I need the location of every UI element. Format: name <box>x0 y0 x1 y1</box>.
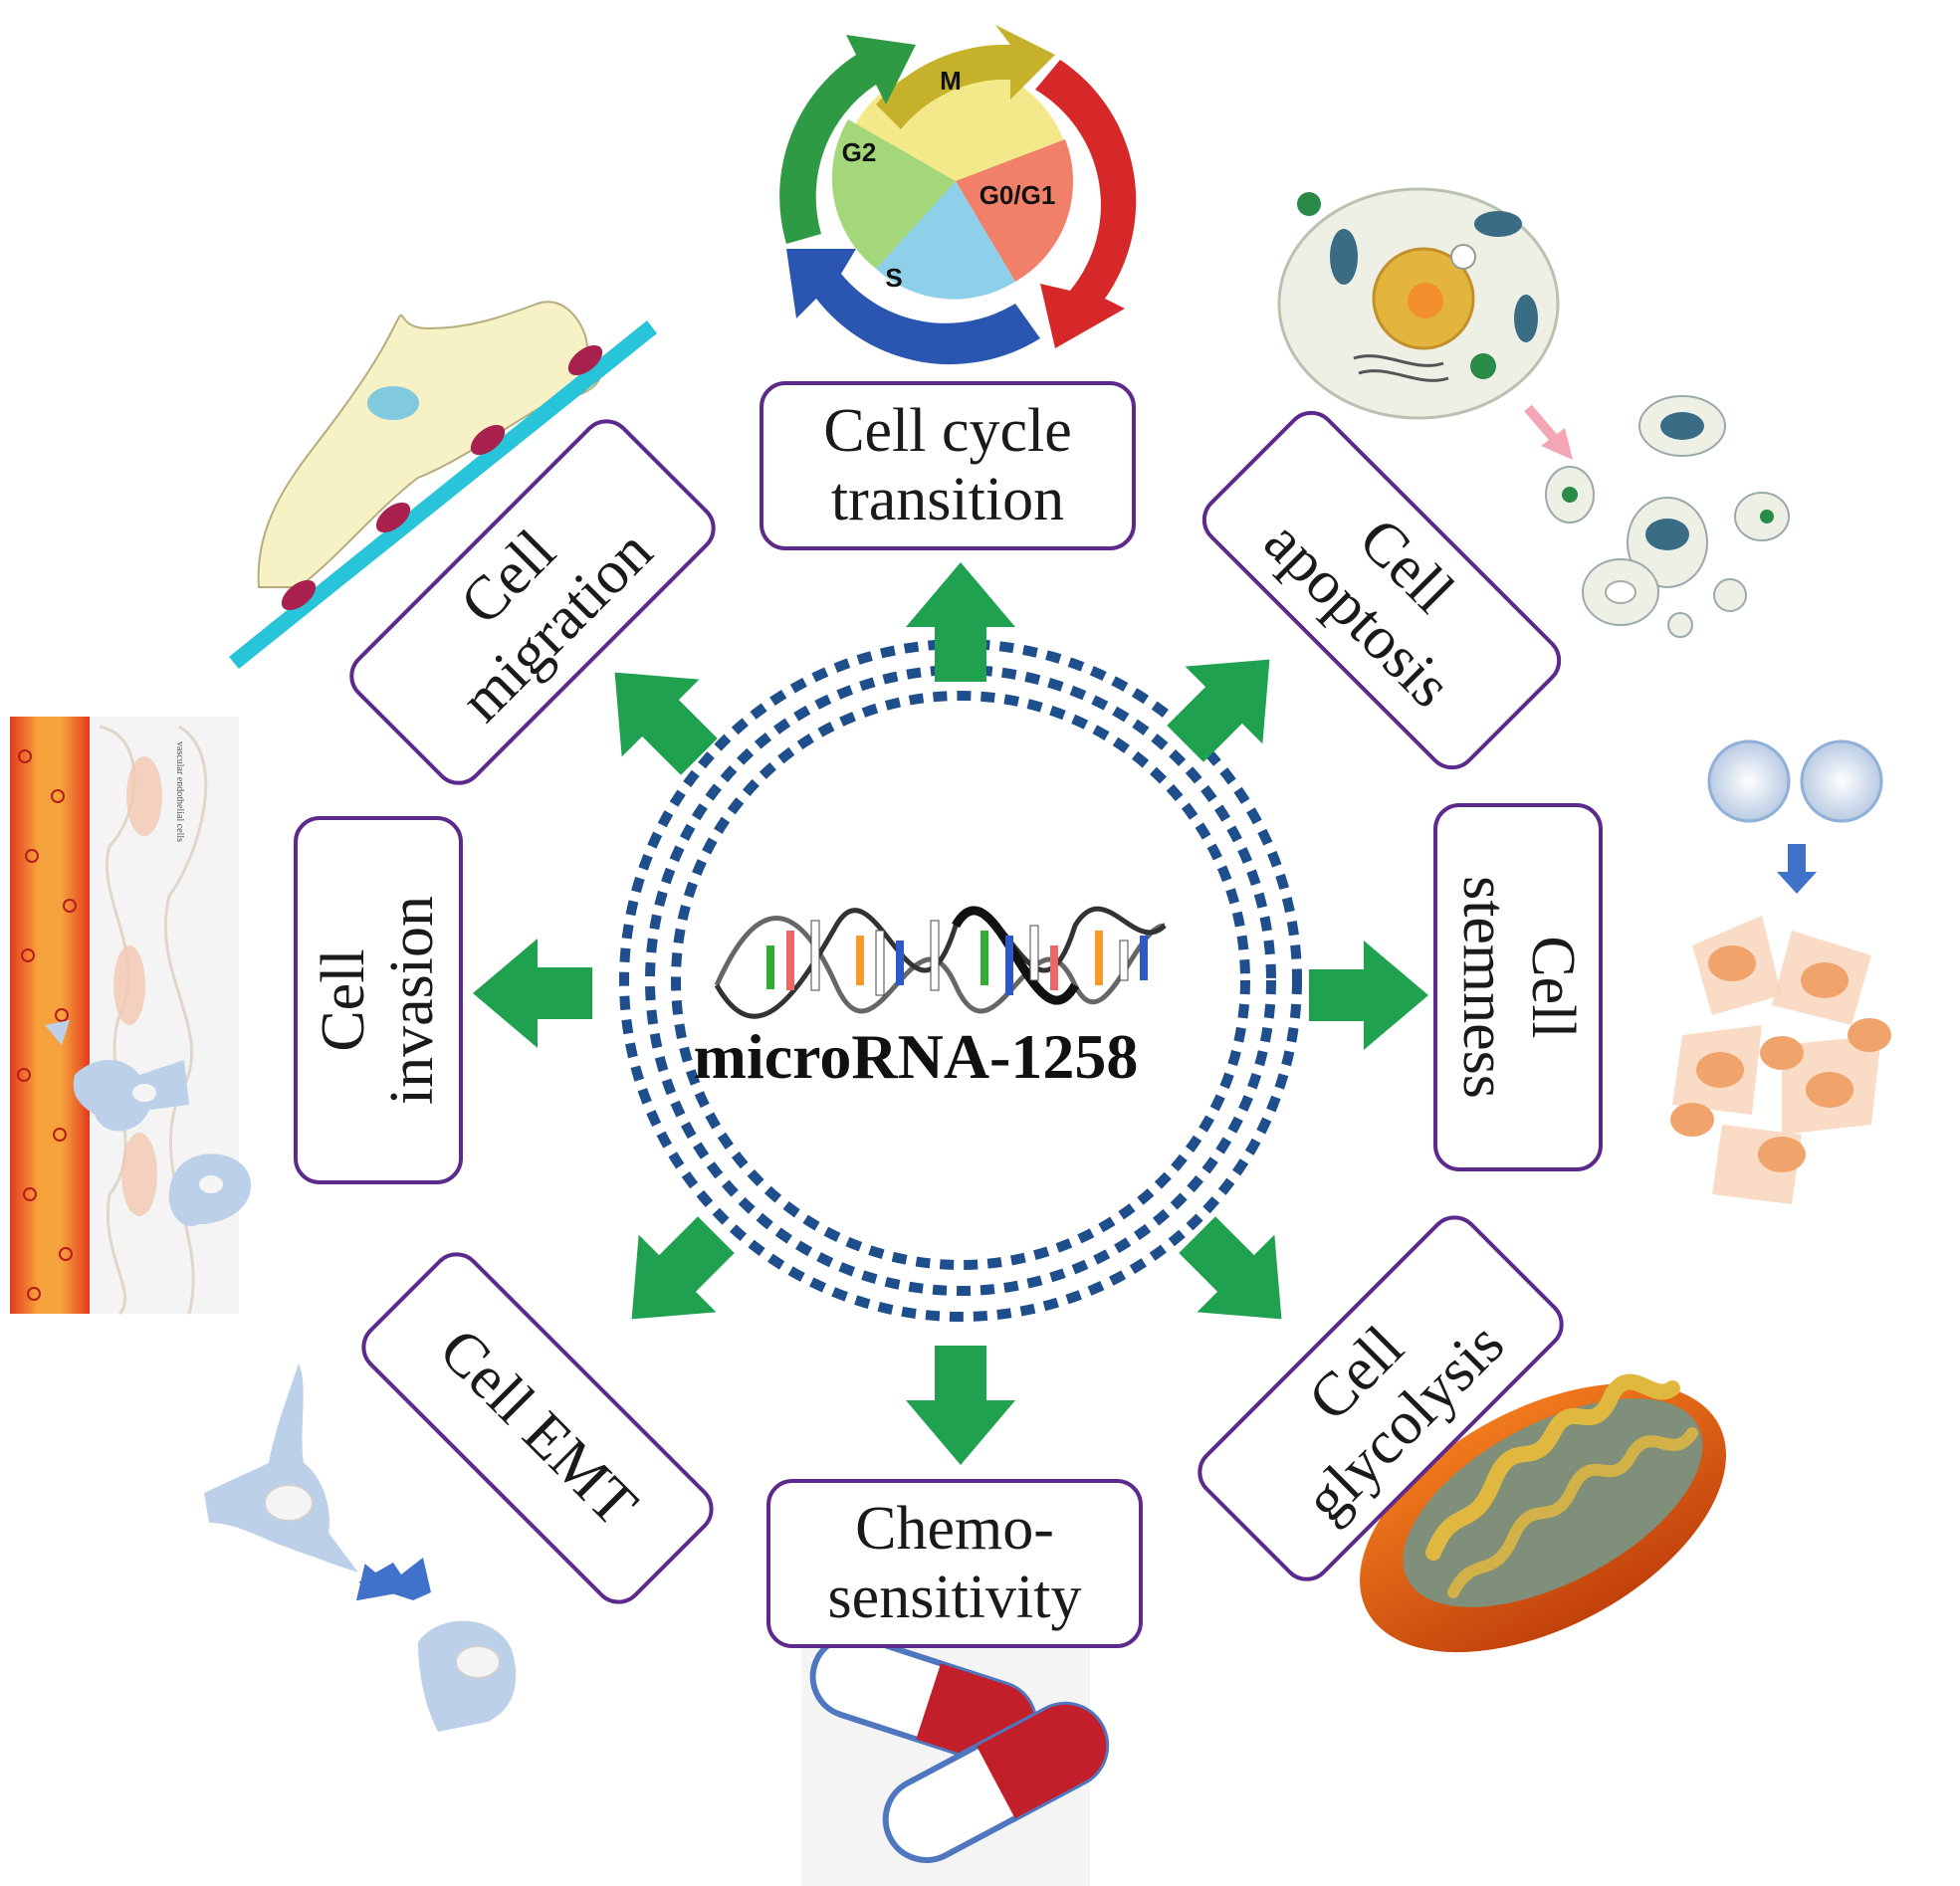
box-cell-cycle-line1: Cell cycle <box>823 396 1072 465</box>
phase-g0g1-label: G0/G1 <box>980 180 1056 210</box>
center-title: microRNA-1258 <box>693 1021 1139 1092</box>
box-stemness-line2: stemness <box>1450 876 1518 1099</box>
phase-g2-label: G2 <box>842 137 877 167</box>
box-cell-stemness: Cell stemness <box>1433 803 1603 1171</box>
cell-cycle-wheel: M G2 G0/G1 S <box>779 25 1137 365</box>
box-chemo-line1: Chemo- <box>855 1494 1054 1563</box>
arrow-left <box>473 939 592 1048</box>
mitochondrion-illustration <box>1360 1373 1726 1653</box>
arrow-down <box>906 1346 1015 1465</box>
arrow-up-left <box>575 633 739 796</box>
phase-s-label: S <box>885 263 902 293</box>
vessel-caption: vascular endothelial cells <box>174 741 185 842</box>
migration-illustration <box>229 301 657 669</box>
arrow-down-left <box>592 1195 756 1359</box>
box-cell-cycle-transition: Cell cycle transition <box>760 381 1136 550</box>
apoptosis-illustration <box>1277 187 1790 638</box>
box-invasion-line1: Cell <box>309 948 377 1052</box>
stemness-illustration <box>1670 739 1891 1204</box>
box-chemosensitivity: Chemo- sensitivity <box>766 1479 1143 1648</box>
vessel-illustration: vascular endothelial cells <box>10 717 251 1316</box>
box-invasion-line2: invasion <box>378 895 446 1106</box>
box-chemo-line2: sensitivity <box>827 1564 1082 1631</box>
arrow-up <box>906 562 1015 682</box>
emt-illustration <box>204 1363 517 1732</box>
arrows <box>473 562 1428 1465</box>
box-cell-invasion: Cell invasion <box>294 816 463 1184</box>
phase-m-label: M <box>940 66 962 96</box>
arrow-down-right <box>1158 1195 1321 1359</box>
arrow-right <box>1309 941 1428 1050</box>
capsule-illustration <box>801 1622 1110 1886</box>
dna-icon <box>714 906 1167 1019</box>
box-cell-cycle-line2: transition <box>830 466 1065 533</box>
box-stemness-line1: Cell <box>1519 936 1588 1039</box>
